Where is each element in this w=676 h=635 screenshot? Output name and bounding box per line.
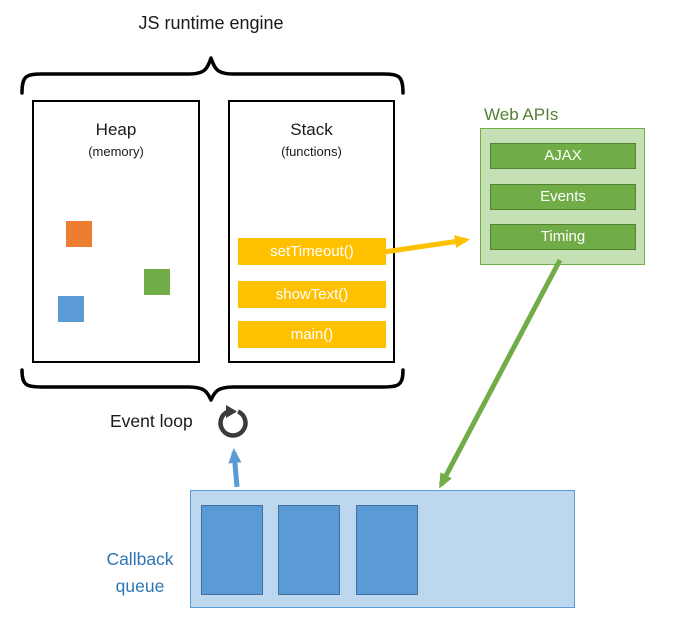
callback-queue-label: Callback queue (106, 549, 174, 597)
heap-blue-square (58, 296, 84, 322)
callback-queue-panel (190, 490, 575, 608)
webapis-label: Web APIs (484, 105, 559, 124)
callback-slot (356, 505, 418, 595)
page-title: JS runtime engine (138, 13, 284, 33)
heap-green-square (144, 269, 170, 295)
stack-title: Stack (290, 120, 333, 139)
webapi-item-ajax: AJAX (490, 143, 636, 169)
event-loop-label: Event loop (110, 411, 193, 431)
stack-subtitle: (functions) (281, 144, 342, 159)
webapi-item-events: Events (490, 184, 636, 210)
arrow-settimeout-to-webapis (383, 235, 470, 255)
heap-subtitle: (memory) (88, 144, 144, 159)
callback-slot (278, 505, 340, 595)
webapis-panel: AJAX Events Timing (480, 128, 645, 265)
webapi-item-timing: Timing (490, 224, 636, 250)
arrow-webapis-to-callback-queue (438, 258, 563, 489)
callback-slot (201, 505, 263, 595)
top-brace (20, 56, 405, 95)
event-loop-icon (218, 405, 248, 438)
stack-frame-main: main() (238, 321, 386, 348)
heap-box: Heap (memory) (32, 100, 200, 363)
stack-box: Stack (functions) setTimeout() showText(… (228, 100, 395, 363)
bottom-brace (20, 368, 405, 402)
heap-title: Heap (95, 120, 137, 139)
stack-frame-showtext: showText() (238, 281, 386, 308)
arrow-callback-queue-to-event-loop (228, 448, 242, 488)
heap-orange-square (66, 221, 92, 247)
stack-frame-settimeout: setTimeout() (238, 238, 386, 265)
